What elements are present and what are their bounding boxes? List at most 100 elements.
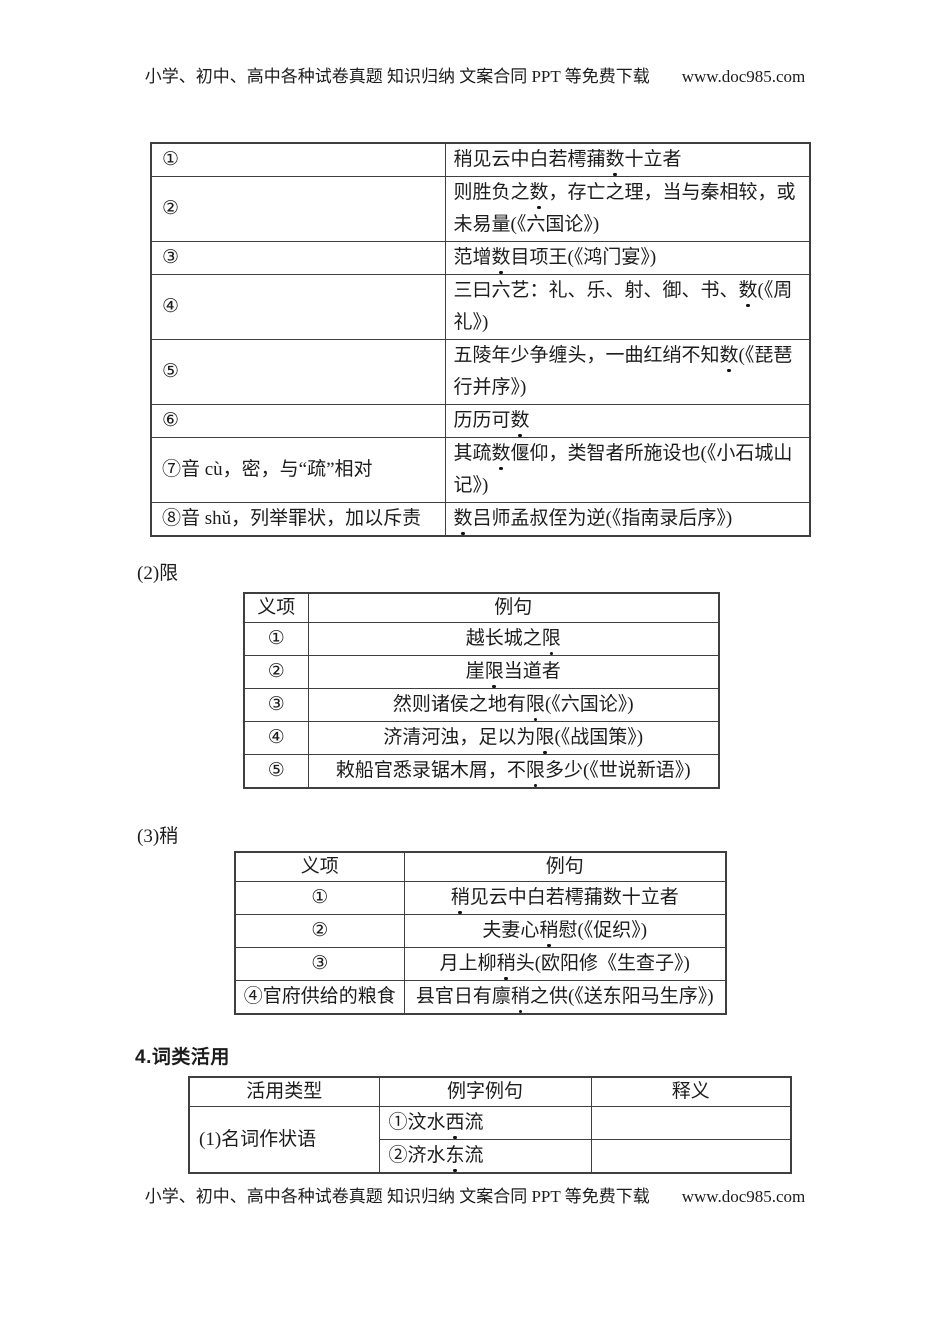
- emphasis-dot-char: 稍: [450, 887, 470, 908]
- header-banner: 小学、初中、高中各种试卷真题 知识归纳 文案合同 PPT 等免费下载 www.do…: [0, 66, 950, 88]
- meaning-cell: ⑧音 shǔ，列举罪状，加以斥责: [150, 502, 446, 537]
- meaning-cell: ③: [150, 241, 446, 275]
- section-label-xian: (2)限: [137, 563, 179, 584]
- meaning-cell: ①: [150, 142, 446, 177]
- meaning-cell: ⑤: [150, 339, 446, 405]
- meaning-cell: ④官府供给的粮食: [234, 980, 405, 1015]
- example-cell: 县官日有廪稍之供(《送东阳马生序》): [403, 980, 727, 1015]
- emphasis-dot-char: 数: [719, 345, 739, 366]
- shiyi-cell-empty: [590, 1139, 792, 1174]
- meaning-cell: ⑦音 cù，密，与“疏”相对: [150, 437, 446, 503]
- column-header-yixiang: 义项: [243, 592, 309, 623]
- table-header-row: 义项 例句: [234, 851, 727, 882]
- emphasis-dot-char: 限: [525, 694, 545, 715]
- table-row: (1)名词作状语 ①汶水西流: [188, 1106, 792, 1174]
- emphasis-dot-char: 稍: [510, 986, 530, 1007]
- example-cell: 稍见云中白若樗蒱数十立者: [403, 881, 727, 915]
- meaning-cell: ⑥: [150, 404, 446, 438]
- table-cilei-huoyong: 活用类型 例字例句 释义 (1)名词作状语 ①汶水西流 ②济水东流: [188, 1076, 792, 1174]
- meaning-cell: ⑤: [243, 754, 309, 789]
- example-cell: 然则诸侯之地有限(《六国论》): [307, 688, 720, 722]
- column-header-shiyi: 释义: [590, 1076, 792, 1107]
- column-header-liju: 例句: [307, 592, 720, 623]
- section-label-shao: (3)稍: [137, 826, 179, 847]
- example-cell: 则胜负之数，存亡之理，当与秦相较，或未易量(《六国论》): [444, 176, 811, 242]
- example-cell: 济清河浊，足以为限(《战国策》): [307, 721, 720, 755]
- column-header-yixiang: 义项: [234, 851, 405, 882]
- emphasis-dot-char: 限: [484, 661, 504, 682]
- emphasis-dot-char: 数: [605, 149, 625, 170]
- table-row: ⑧音 shǔ，列举罪状，加以斥责数吕师孟叔侄为逆(《指南录后序》): [150, 502, 811, 537]
- meaning-cell: ①: [243, 622, 309, 656]
- example-cell: 崖限当道者: [307, 655, 720, 689]
- footer-banner-text: 小学、初中、高中各种试卷真题 知识归纳 文案合同 PPT 等免费下载: [144, 1187, 650, 1206]
- table-huoyong-body: (1)名词作状语 ①汶水西流 ②济水东流: [188, 1106, 792, 1174]
- emphasis-dot-char: 限: [541, 628, 561, 649]
- example-cell: 范增数目项王(《鸿门宴》): [444, 241, 811, 275]
- emphasis-dot-char: 东: [445, 1145, 465, 1166]
- column-header-liju: 例句: [403, 851, 727, 882]
- example-cell: ①汶水西流: [378, 1106, 592, 1140]
- emphasis-dot-char: 数: [453, 508, 473, 529]
- example-cell: 其疏数偃仰，类智者所施设也(《小石城山记》): [444, 437, 811, 503]
- meaning-cell: ②: [234, 914, 405, 948]
- meaning-cell: ④: [150, 274, 446, 340]
- emphasis-dot-char: 限: [535, 727, 555, 748]
- emphasis-dot-char: 数: [529, 182, 549, 203]
- example-cell: 稍见云中白若樗蒱数十立者: [444, 142, 811, 177]
- emphasis-dot-char: 数: [491, 247, 511, 268]
- table-header-row: 活用类型 例字例句 释义: [188, 1076, 792, 1107]
- example-cell: 越长城之限: [307, 622, 720, 656]
- meaning-cell: ②: [243, 655, 309, 689]
- example-cell: ②济水东流: [378, 1139, 592, 1174]
- emphasis-dot-char: 数: [738, 280, 758, 301]
- usage-type-cell: (1)名词作状语: [188, 1106, 380, 1174]
- meaning-cell: ②: [150, 176, 446, 242]
- emphasis-dot-char: 稍: [539, 920, 559, 941]
- table-row: ②济水东流: [189, 1139, 792, 1174]
- meaning-cell: ③: [243, 688, 309, 722]
- emphasis-dot-char: 西: [445, 1112, 465, 1133]
- header-banner-text: 小学、初中、高中各种试卷真题 知识归纳 文案合同 PPT 等免费下载: [144, 67, 650, 86]
- example-cell: 月上柳稍头(欧阳修《生查子》): [403, 947, 727, 981]
- example-cell: 夫妻心稍慰(《促织》): [403, 914, 727, 948]
- example-cell: 敕船官悉录锯木屑，不限多少(《世说新语》): [307, 754, 720, 789]
- meaning-cell: ③: [234, 947, 405, 981]
- example-cell: 历历可数: [444, 404, 811, 438]
- column-header-huoyong-leixing: 活用类型: [188, 1076, 380, 1107]
- table-header-row: 义项 例句: [243, 592, 720, 623]
- emphasis-dot-char: 数: [491, 443, 511, 464]
- table-row: ④官府供给的粮食县官日有廪稍之供(《送东阳马生序》): [234, 980, 727, 1015]
- footer-banner: 小学、初中、高中各种试卷真题 知识归纳 文案合同 PPT 等免费下载 www.do…: [0, 1186, 950, 1208]
- emphasis-dot-char: 稍: [496, 953, 516, 974]
- emphasis-dot-char: 限: [525, 760, 545, 781]
- example-cell: 五陵年少争缠头，一曲红绡不知数(《琵琶行并序》): [444, 339, 811, 405]
- example-cell: 三曰六艺：礼、乐、射、御、书、数(《周礼》): [444, 274, 811, 340]
- column-header-lizi-liju: 例字例句: [378, 1076, 592, 1107]
- footer-site-url: www.doc985.com: [681, 1187, 806, 1206]
- section-title-cilei-huoyong: 4.词类活用: [135, 1047, 230, 1068]
- header-site-url: www.doc985.com: [681, 67, 806, 86]
- emphasis-dot-char: 数: [510, 410, 530, 431]
- meaning-cell: ④: [243, 721, 309, 755]
- shiyi-cell-empty: [590, 1106, 792, 1140]
